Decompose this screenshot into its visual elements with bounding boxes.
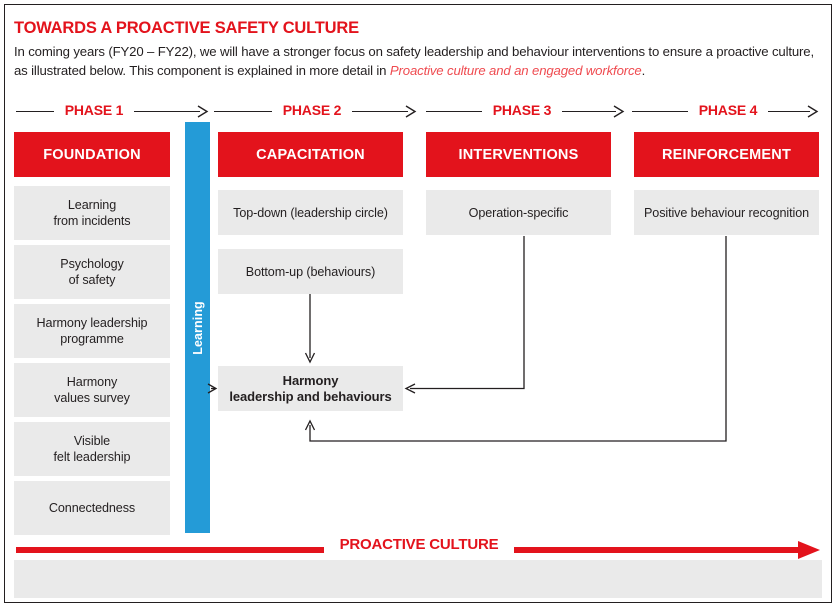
bottom-grey-band: [14, 560, 822, 598]
subtitle-text-part1: In coming years (FY20 – FY22), we will h…: [14, 44, 814, 78]
phase-segment-3: PHASE 3: [422, 101, 628, 121]
subtitle-text-part2: .: [641, 63, 646, 78]
learning-bar-label: Learning: [190, 300, 205, 355]
phase-line-left-1: [16, 111, 54, 113]
phase-segment-2: PHASE 2: [210, 101, 422, 121]
page-subtitle: In coming years (FY20 – FY22), we will h…: [14, 42, 822, 80]
column-header-reinforcement[interactable]: REINFORCEMENT: [634, 132, 819, 177]
phase-arrow-row: PHASE 1 PHASE 2 PHASE 3 PH: [14, 101, 822, 121]
phase-line-right-4: [768, 111, 810, 113]
phase-line-left-2: [214, 111, 272, 113]
phase-line-right-1: [134, 111, 200, 113]
subtitle-link[interactable]: Proactive culture and an engaged workfor…: [389, 63, 642, 78]
phase-segment-1: PHASE 1: [14, 101, 210, 121]
phase-label-1: PHASE 1: [64, 102, 124, 118]
phase-line-right-3: [562, 111, 616, 113]
phase-label-4: PHASE 4: [698, 102, 758, 118]
column-header-foundation[interactable]: FOUNDATION: [14, 132, 170, 177]
column-header-capacitation[interactable]: CAPACITATION: [218, 132, 403, 177]
page-title: TOWARDS A PROACTIVE SAFETY CULTURE: [14, 19, 359, 37]
phase-line-right-2: [352, 111, 408, 113]
phase-line-left-3: [426, 111, 482, 113]
chevron-right-icon: [197, 105, 209, 118]
column-header-interventions[interactable]: INTERVENTIONS: [426, 132, 611, 177]
chevron-right-icon: [405, 105, 417, 118]
phase-line-left-4: [632, 111, 688, 113]
learning-vertical-bar: Learning: [185, 122, 210, 533]
list-item[interactable]: Bottom-up (behaviours): [218, 249, 403, 294]
chevron-right-icon: [613, 105, 625, 118]
list-item[interactable]: Positive behaviour recognition: [634, 190, 819, 235]
proactive-culture-label: PROACTIVE CULTURE: [324, 534, 514, 555]
list-item[interactable]: Connectedness: [14, 481, 170, 535]
list-item[interactable]: Top-down (leadership circle): [218, 190, 403, 235]
chevron-right-icon: [807, 105, 819, 118]
phase-label-2: PHASE 2: [282, 102, 342, 118]
phase-label-3: PHASE 3: [492, 102, 552, 118]
phase-segment-4: PHASE 4: [628, 101, 822, 121]
list-item[interactable]: Operation-specific: [426, 190, 611, 235]
